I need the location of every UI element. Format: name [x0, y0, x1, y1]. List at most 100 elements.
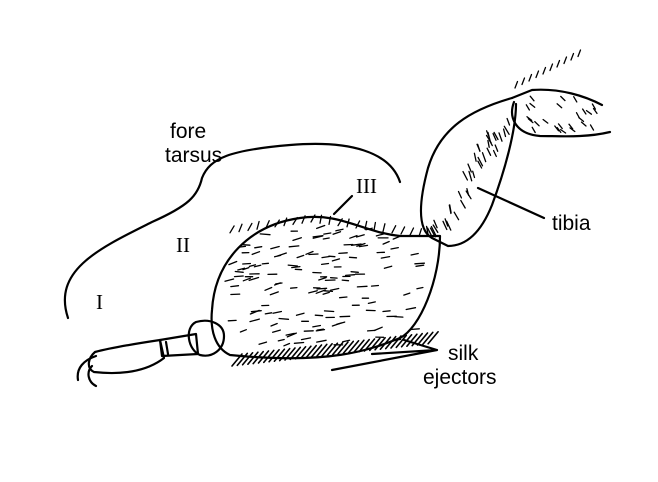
hair-stroke [349, 234, 358, 239]
hair-stroke [338, 252, 348, 255]
hair-stroke [529, 95, 535, 102]
hair-stroke [409, 328, 420, 331]
hair-stroke [390, 246, 399, 250]
silk-ejector [326, 342, 339, 357]
silk-ejector [363, 338, 376, 352]
label-tarsus: tarsus [165, 144, 223, 167]
hair-stroke [453, 211, 460, 221]
hair-stroke [382, 240, 390, 245]
hair-stroke [285, 332, 295, 336]
claws [76, 354, 98, 388]
hair-stroke [230, 285, 240, 288]
silk-ejector [252, 350, 265, 365]
hair-stroke [336, 321, 346, 325]
hair-stroke [528, 73, 533, 82]
hair-stroke [403, 292, 411, 296]
hair-stroke [329, 287, 340, 291]
silk-ejector [400, 333, 413, 348]
hair-stroke [415, 264, 425, 267]
silk-ejector [379, 336, 392, 351]
hair-stroke [531, 126, 536, 134]
hair-stroke [409, 227, 415, 236]
hair-stroke [344, 274, 356, 277]
silk-ejector [374, 336, 386, 351]
hair-stroke [350, 271, 359, 273]
hair-stroke [264, 312, 273, 315]
hair-stroke [525, 104, 531, 111]
hair-stroke [337, 218, 343, 227]
hair-stroke [503, 125, 510, 135]
hair-stroke [316, 224, 326, 230]
fore-tarsus-brace [63, 142, 402, 320]
hair-stroke [350, 243, 362, 246]
hair-stroke [316, 339, 327, 343]
hair-stroke [320, 262, 330, 266]
hair-stroke [331, 258, 341, 262]
hair-stroke [514, 80, 519, 89]
hair-stroke [580, 121, 587, 127]
hair-stroke [323, 232, 332, 235]
tibia-pointer [476, 186, 546, 220]
hair-stroke [400, 226, 406, 235]
hair-stroke [418, 228, 423, 238]
hair-stroke [380, 255, 391, 259]
silk-ejector [268, 348, 280, 363]
hair-stroke [573, 96, 578, 103]
hair-stroke [527, 118, 534, 124]
hair-stroke [535, 70, 540, 79]
hair-stroke [591, 103, 597, 110]
hair-stroke [295, 312, 305, 316]
hair-stroke [358, 244, 369, 248]
hair-stroke [348, 256, 358, 259]
hair-stroke [289, 286, 298, 289]
silk-ejector [347, 339, 360, 354]
hair-stroke [248, 264, 257, 268]
hair-stroke [542, 118, 549, 124]
hair-stroke [568, 123, 574, 130]
hair-stroke [364, 220, 368, 230]
silk-ejector [257, 350, 270, 364]
hair-stroke [365, 227, 373, 231]
hair-stroke [465, 190, 472, 200]
hair-stroke [432, 224, 439, 234]
hair-stroke [323, 290, 334, 293]
hair-stroke [277, 338, 285, 342]
hair-stroke [460, 199, 466, 209]
hair-stroke [265, 220, 270, 229]
hair-stroke [425, 225, 429, 236]
silk-ejector [231, 353, 243, 367]
hair-stroke [549, 63, 554, 72]
hair-stroke [273, 282, 282, 286]
hair-stroke [288, 245, 300, 248]
hair-stroke [233, 275, 244, 278]
silk-ejector [273, 348, 286, 363]
hair-stroke [270, 245, 280, 250]
hair-stroke [229, 225, 235, 234]
hair-stroke [242, 266, 250, 271]
hair-stroke [249, 318, 260, 323]
hair-stroke [472, 170, 476, 179]
hair-stroke [556, 59, 561, 68]
silk-ejector [390, 335, 402, 349]
hair-stroke [529, 102, 536, 108]
hair-stroke [382, 310, 391, 313]
hair-stroke [556, 126, 562, 134]
hair-stroke [316, 328, 325, 331]
label-segment-2: II [176, 233, 190, 257]
hair-stroke [238, 245, 247, 248]
upper-leg-outline [510, 88, 612, 138]
hair-stroke [370, 284, 380, 287]
hair-stroke [328, 215, 332, 226]
silk-ejector [406, 333, 418, 348]
hair-stroke [293, 341, 305, 344]
hair-stroke [296, 254, 305, 259]
hair-stroke [467, 163, 472, 173]
hair-stroke [242, 262, 252, 265]
label-tibia: tibia [552, 212, 591, 235]
hair-stroke [355, 234, 365, 238]
hair-stroke [291, 265, 301, 269]
hair-stroke [442, 220, 448, 231]
hair-stroke [488, 139, 493, 147]
silk-ejector [289, 346, 302, 361]
